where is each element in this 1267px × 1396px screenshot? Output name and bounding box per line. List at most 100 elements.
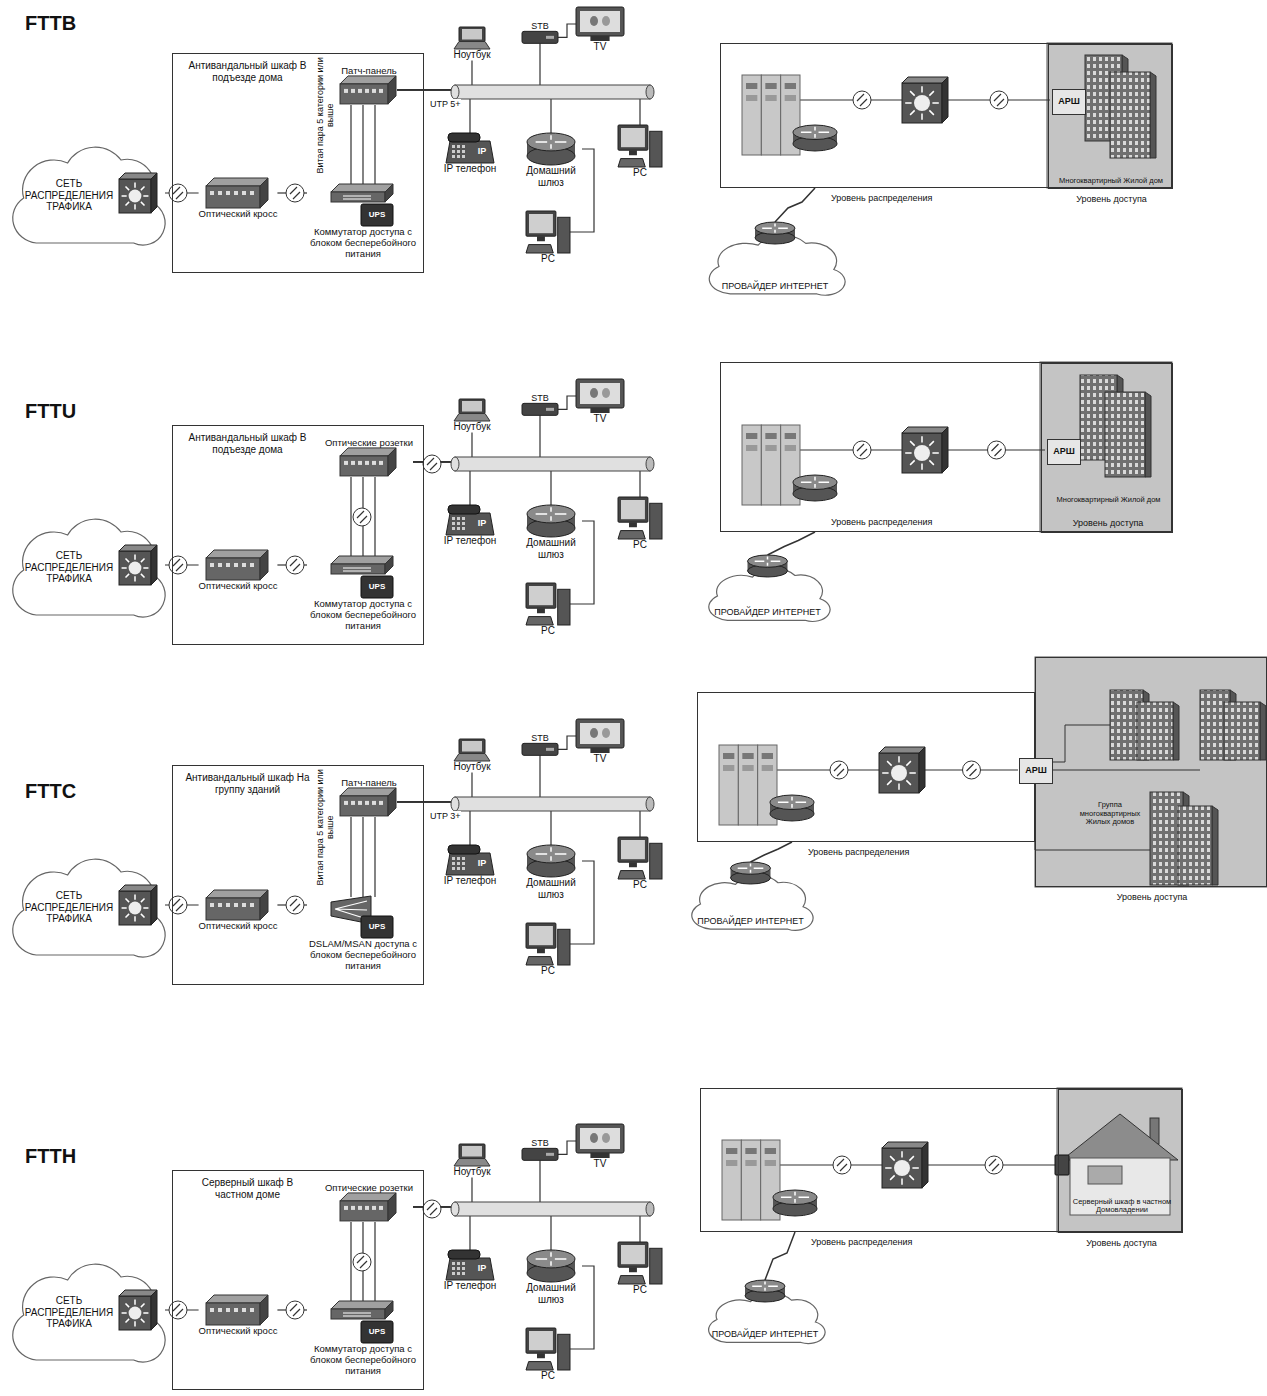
icon-area	[207, 179, 269, 209]
router-icon	[527, 1250, 575, 1282]
ip-phone-icon	[446, 1250, 494, 1280]
bus-cylinder	[451, 457, 654, 471]
section-title: FTTH	[25, 1145, 76, 1168]
node-label: Серверный шкаф в частном Домовладении	[1068, 1198, 1176, 1215]
icon-area	[522, 743, 558, 755]
stb-icon	[522, 743, 558, 755]
cable-note: Витая пара 5 категории или выше	[315, 55, 336, 175]
icon-area	[341, 789, 397, 817]
device-label: PC	[541, 965, 555, 977]
device-node: Домашний шлюз	[520, 133, 582, 188]
cable-line	[351, 1222, 375, 1302]
node-label: АРШ	[1053, 96, 1085, 106]
icon-area	[207, 1296, 269, 1326]
cable-line	[558, 736, 576, 749]
provider-cloud: ПРОВАЙДЕР ИНТЕРНЕТ	[705, 1280, 825, 1345]
node-label: Уровень распределения	[808, 847, 909, 857]
router-icon	[793, 125, 837, 151]
provider-cloud: ПРОВАЙДЕР ИНТЕРНЕТ	[705, 222, 845, 297]
device-label: STB	[531, 1138, 549, 1148]
ip-phone-icon	[446, 505, 494, 535]
node-label: Многоквартирный Жилой дом	[1052, 177, 1170, 186]
icon-area	[446, 845, 494, 875]
patch-box-icon	[340, 1193, 396, 1221]
icon-area	[454, 1144, 490, 1166]
node-label: ПРОВАЙДЕР ИНТЕРНЕТ	[688, 916, 813, 926]
core-switch-icon	[902, 77, 948, 123]
ups-icon	[361, 204, 393, 226]
device-label: Оптический кросс	[199, 1326, 278, 1337]
cloud-shape	[13, 519, 165, 617]
server-rack-icon	[719, 745, 777, 825]
device-node: Ноутбук	[453, 399, 490, 433]
cable-line	[351, 817, 375, 897]
laptop-icon	[454, 27, 490, 49]
laptop-icon	[454, 739, 490, 761]
router-icon	[773, 1190, 817, 1216]
building-icon	[1105, 392, 1151, 477]
cabinet-box: Антивандальный шкаф В подъезде домаОптич…	[172, 53, 424, 273]
icon-area	[332, 1302, 394, 1344]
ip-phone-icon	[446, 133, 494, 163]
icon-area	[576, 379, 624, 413]
node-label: ПРОВАЙДЕР ИНТЕРНЕТ	[705, 1329, 825, 1339]
core-switch-icon	[882, 1142, 928, 1188]
device-node: PC	[526, 923, 570, 977]
device-label: STB	[531, 21, 549, 31]
icon-area	[207, 551, 269, 581]
switch-icon	[331, 556, 393, 574]
media-converter-icon	[353, 508, 371, 526]
icon-area	[341, 77, 397, 105]
cloud-shape	[13, 147, 165, 245]
cable-line	[558, 1141, 576, 1154]
cabinet-box: Антивандальный шкаф В подъезде дома Оптич…	[172, 425, 424, 645]
node-label: Группа многоквартирных Жилых домов	[1071, 801, 1149, 827]
cable-line	[558, 24, 576, 37]
icon-area	[526, 211, 570, 253]
core-switch-icon	[902, 427, 948, 473]
device-node: IP телефон	[444, 1250, 496, 1292]
building-icon	[1224, 702, 1266, 760]
device-label: PC	[541, 625, 555, 637]
stb-icon	[522, 1148, 558, 1160]
device-node: Патч-панель	[341, 66, 397, 105]
device-label: PC	[541, 1370, 555, 1382]
tv-icon	[576, 7, 624, 41]
device-label: Ноутбук	[453, 1166, 490, 1178]
icon-area	[341, 1194, 397, 1222]
distribution-box: Уровень распределения	[697, 692, 1035, 842]
cable-line	[570, 1266, 594, 1349]
device-node: PC	[526, 211, 570, 265]
device-node: Оптические розетки	[325, 438, 413, 477]
section-title: FTTU	[25, 400, 76, 423]
ups-icon	[361, 576, 393, 598]
device-label: Оптические розетки	[325, 438, 413, 449]
media-converter-icon	[286, 184, 304, 202]
device-node: Патч-панель	[341, 778, 397, 817]
node-label: Уровень доступа	[1036, 892, 1267, 902]
access-band: Уровень доступаГруппа многоквартирных Жи…	[1035, 657, 1267, 887]
icon-area	[527, 505, 575, 537]
node-label: Антивандальный шкаф В подъезде дома	[185, 432, 310, 455]
device-node: TV	[576, 719, 624, 765]
device-label: Патч-панель	[341, 66, 397, 77]
device-label: DSLAM/MSAN доступа с блоком бесперебойно…	[307, 939, 419, 972]
building: Многоквартирный Жилой дом	[1047, 370, 1170, 505]
device-label: IP телефон	[444, 535, 496, 547]
device-label: IP телефон	[444, 1280, 496, 1292]
node-label: Уровень распределения	[831, 193, 932, 203]
media-converter-icon	[988, 441, 1006, 459]
node-label: Уровень доступа	[1059, 1238, 1184, 1248]
pc-icon	[526, 211, 570, 253]
device-label: Оптические розетки	[325, 1183, 413, 1194]
icon-area	[332, 185, 394, 227]
device-node: Оптические розетки	[325, 1183, 413, 1222]
device-node: PC	[618, 497, 662, 551]
device-node: Оптический кросс	[199, 1296, 278, 1337]
access-band-fill	[1057, 1088, 1182, 1232]
icon-area	[207, 891, 269, 921]
building-icon	[1178, 806, 1218, 885]
icon-area	[522, 403, 558, 415]
pc-icon	[526, 923, 570, 965]
